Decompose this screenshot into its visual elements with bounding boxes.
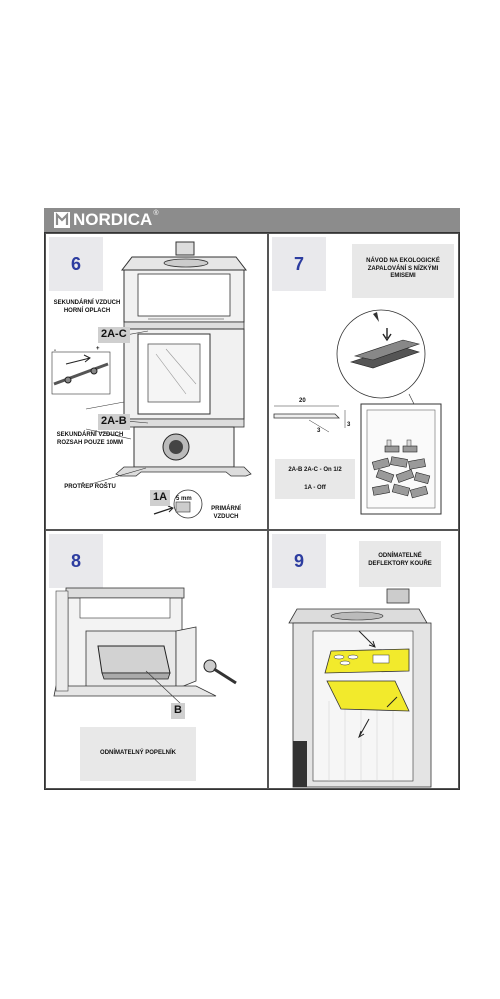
step-number-box: 7 [272, 237, 326, 291]
brand-logo: NORDICA ® [54, 210, 159, 230]
deflector-illustration [288, 588, 432, 788]
step-number: 6 [70, 253, 81, 274]
registered-mark: ® [153, 210, 159, 217]
code-b: B [171, 703, 185, 719]
secondary-air-top-label: SEKUNDÁRNÍ VZDUCH HORNÍ OPLACH [53, 300, 121, 314]
ashpan-illustration [53, 587, 237, 705]
removable-deflectors-label: ODNÍMATELNÉ DEFLEKTORY KOUŘE [368, 553, 432, 567]
ecological-ignition-guide-label: NÁVOD NA EKOLOGICKÉ ZAPALOVÁNÍ S NÍZKÝMI… [366, 258, 440, 279]
panel-6: 6 [45, 233, 268, 530]
dimension-20: 20 [299, 398, 306, 404]
removable-ashpan-label: ODNÍMATELNÝ POPELNÍK [100, 750, 176, 756]
guide-box [352, 244, 454, 298]
code-2a-c: 2A-C [98, 327, 130, 343]
instruction-grid: 6 [44, 232, 460, 790]
step-number-box: 8 [49, 534, 103, 588]
step-number: 9 [293, 550, 304, 571]
step-number-box: 6 [49, 237, 103, 291]
code-1a: 1A [150, 490, 171, 506]
primary-air-label: PRIMÁRNÍ VZDUCH [211, 506, 241, 520]
dimension-3-b: 3 [347, 422, 351, 428]
settings-box [275, 459, 355, 499]
slider-plus-label: + [96, 346, 100, 352]
step-number-box: 9 [272, 534, 326, 588]
ignition-illustration [273, 309, 442, 515]
step-number: 7 [293, 253, 304, 274]
code-2a-b: 2A-B [98, 414, 130, 430]
step-number: 8 [70, 550, 81, 571]
brand-name: NORDICA [73, 210, 153, 229]
grate-shake-label: PROTŘEP ROŠTU [64, 484, 116, 490]
deflector-label-box [359, 541, 441, 587]
secondary-air-bottom-label: SEKUNDÁRNÍ VZDUCH ROZSAH POUZE 10MM [56, 432, 124, 446]
air-setting-on: 2A-B 2A-C - On 1/2 [288, 467, 342, 473]
ashpan-label-box [80, 727, 196, 781]
header-bar: NORDICA ® [44, 208, 460, 232]
panel-9: 9 ODNÍMATELNÉ DEFLEKTORY KOUŘE [268, 530, 459, 789]
nordica-logo-icon [54, 212, 70, 228]
panel-7: 7 NÁVOD NA EKOLOGICKÉ ZAPALOVÁNÍ S NÍZKÝ… [268, 233, 459, 530]
dimension-5mm: 5 mm [176, 496, 192, 502]
slider-minus-label: - [54, 348, 56, 354]
air-setting-off: 1A - Off [304, 485, 326, 491]
stove-illustration [51, 241, 252, 519]
dimension-3-a: 3 [317, 428, 321, 434]
panel-8: 8 B ODNÍMATELNÝ POPELNÍK [45, 530, 268, 789]
